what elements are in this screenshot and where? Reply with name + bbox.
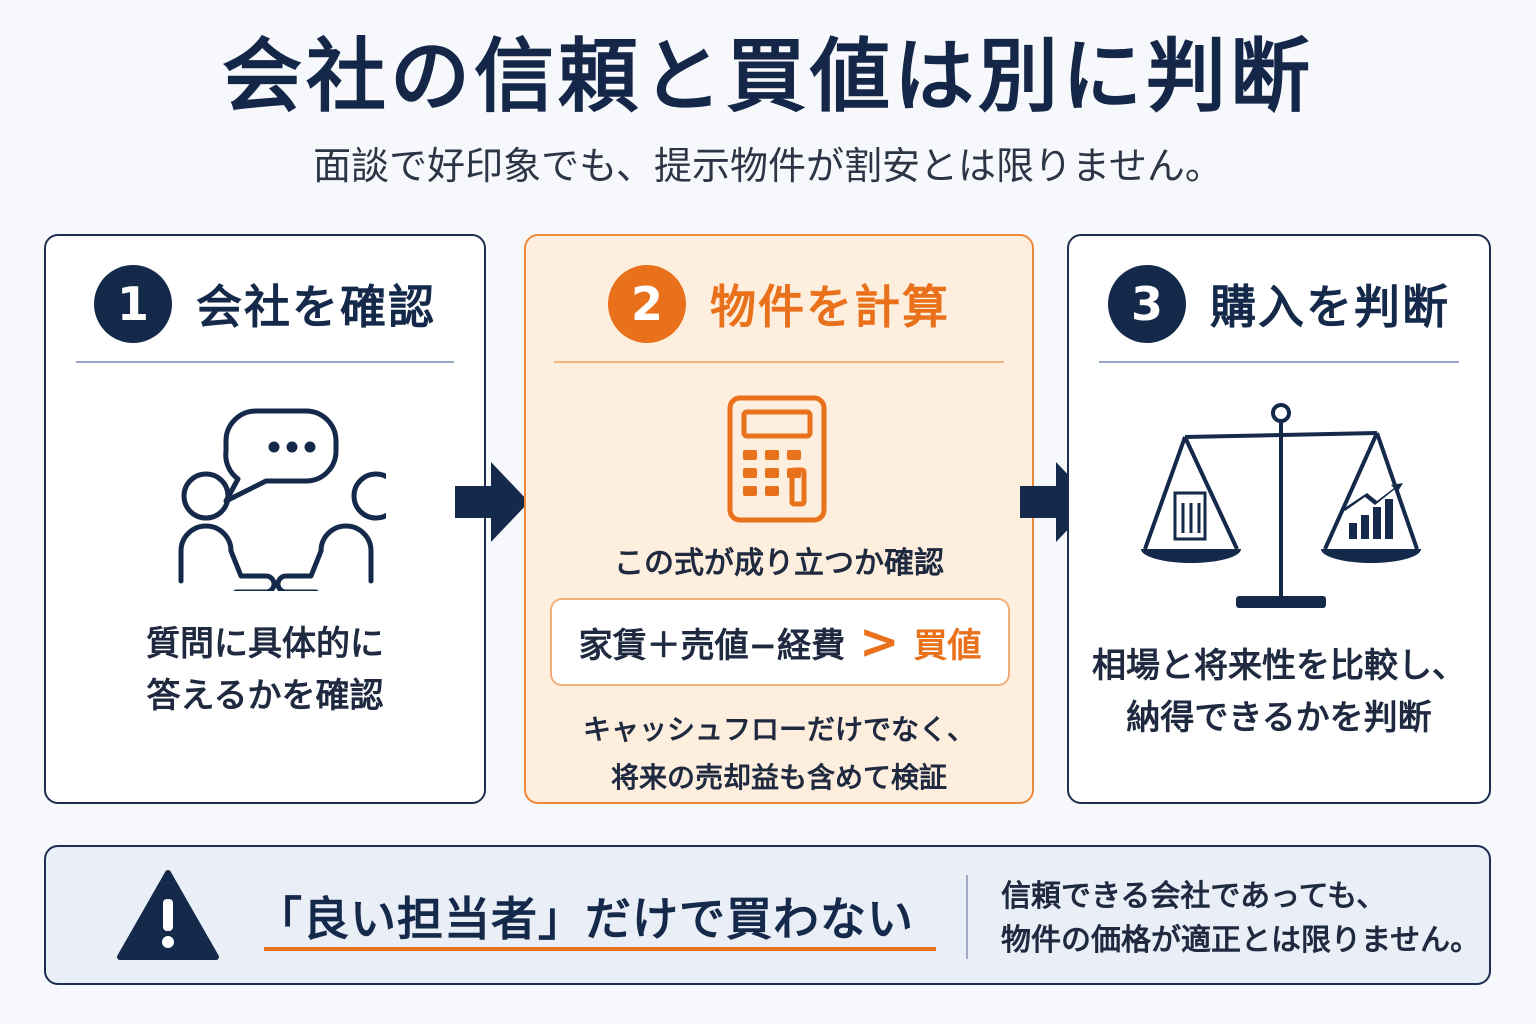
- step-number-badge-2: 2: [608, 265, 686, 343]
- step-description-1-line-2: 答えるかを確認: [146, 676, 384, 716]
- step-title-1: 会社を確認: [196, 280, 436, 334]
- step-divider-2: [554, 361, 1004, 363]
- warning-icon: [116, 869, 220, 965]
- step-description-3: 相場と将来性を比較し、 納得できるかを判断: [1069, 640, 1489, 744]
- banner-note-line-2: 物件の価格が適正とは限りません。: [1001, 923, 1481, 958]
- step-description-3-line-2: 納得できるかを判断: [1126, 698, 1432, 738]
- step-note-2-line-2: 将来の売却益も含めて検証: [610, 761, 947, 794]
- banner-separator: [966, 875, 968, 959]
- step-description-1: 質問に具体的に 答えるかを確認: [46, 618, 484, 722]
- formula-operator: >: [859, 614, 900, 670]
- page-title: 会社の信頼と買値は別に判断: [222, 30, 1314, 123]
- step-title-3: 購入を判断: [1210, 280, 1450, 334]
- step-title-2: 物件を計算: [710, 280, 950, 334]
- step-divider-3: [1099, 361, 1459, 363]
- formula-right: 買値: [913, 625, 982, 666]
- banner-headline: 「良い担当者」だけで買わない: [256, 892, 914, 946]
- step-header-3: 3 購入を判断: [1069, 264, 1489, 344]
- balance-scale-icon: [1141, 401, 1421, 620]
- banner-underline: [264, 947, 936, 951]
- step-note-2: キャッシュフローだけでなく、 将来の売却益も含めて検証: [526, 706, 1032, 802]
- step-note-2-line-1: キャッシュフローだけでなく、: [582, 713, 975, 746]
- step-card-3: 3 購入を判断: [1067, 234, 1491, 804]
- step-card-2: 2 物件を計算 この式が成り立つか確認 家賃＋売値−経費 > 買値 キャッシュフ: [524, 234, 1034, 804]
- arrow-right-icon: [1020, 462, 1098, 546]
- step-number-badge-1: 1: [94, 265, 172, 343]
- step-divider-1: [76, 361, 454, 363]
- calculator-icon: [726, 394, 828, 528]
- step-header-2: 2 物件を計算: [526, 264, 1032, 344]
- page-subtitle: 面談で好印象でも、提示物件が割安とは限りません。: [313, 144, 1223, 188]
- banner-note: 信頼できる会社であっても、 物件の価格が適正とは限りません。: [1001, 875, 1480, 963]
- formula-intro: この式が成り立つか確認: [614, 546, 944, 581]
- formula-left: 家賃＋売値−経費: [578, 625, 846, 666]
- conversation-icon: [126, 401, 401, 595]
- formula-box: 家賃＋売値−経費 > 買値: [550, 598, 1010, 686]
- arrow-right-icon: [455, 462, 533, 546]
- banner-note-line-1: 信頼できる会社であっても、: [1001, 879, 1387, 914]
- step-description-1-line-1: 質問に具体的に: [146, 624, 384, 664]
- step-description-3-line-1: 相場と将来性を比較し、: [1092, 646, 1466, 686]
- step-card-1: 1 会社を確認 質問に具体的に 答えるかを確認: [44, 234, 486, 804]
- step-header-1: 1 会社を確認: [46, 264, 484, 344]
- warning-banner: 「良い担当者」だけで買わない 信頼できる会社であっても、 物件の価格が適正とは限…: [44, 845, 1491, 985]
- step-number-badge-3: 3: [1108, 265, 1186, 343]
